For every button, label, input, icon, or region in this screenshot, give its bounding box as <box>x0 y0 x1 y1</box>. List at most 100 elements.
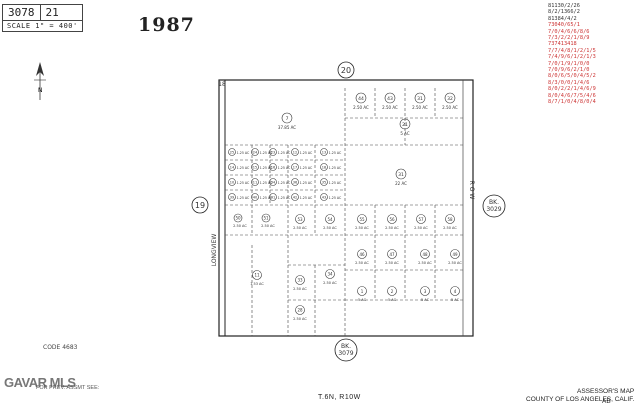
revision-note: 7/7/4/8/1/2/1/5 <box>548 47 596 54</box>
parcel-number: 11 <box>253 181 257 185</box>
parcel-marker <box>320 193 328 201</box>
parcel-number: 53 <box>297 217 303 222</box>
parcel-area: 5 AC <box>421 298 430 302</box>
parcel-area: 2.50 AC <box>323 226 337 230</box>
book-number: 3078 <box>3 5 41 20</box>
parcel-area: 1.53 AC <box>250 282 264 286</box>
revision-note: 73040/65/1 <box>548 22 580 29</box>
parcel-number: 57 <box>418 217 424 222</box>
parcel-area: 2.50 AC <box>412 105 428 110</box>
parcel-number: 56 <box>389 217 395 222</box>
parcel-area: 2.50 AC <box>293 287 307 291</box>
parcel-number: 50 <box>235 216 241 221</box>
revision-note: 8/0/6/5/0/4/5/2 <box>548 73 596 80</box>
revision-note: 7/0/4/6/6/8/6 <box>548 28 590 35</box>
parcel-number: 31 <box>398 172 404 178</box>
parcel-number: 11 <box>254 273 260 278</box>
parcel-number: 12 <box>293 151 297 155</box>
parcel-area: 1.25 AC <box>278 196 291 200</box>
parcel-marker <box>420 249 430 259</box>
parcel-area: 1.25 AC <box>237 196 250 200</box>
parcel-marker <box>269 148 277 156</box>
parcel-number: 3 <box>424 289 427 294</box>
parcel-marker <box>269 193 277 201</box>
parcel-number: 47 <box>389 252 395 257</box>
parcel-marker <box>320 178 328 186</box>
revision-note: 8/0/4/6/7/5/4/6 <box>548 92 596 99</box>
parcel-area: 1.25 AC <box>329 181 342 185</box>
parcel-area: 1.25 AC <box>260 196 273 200</box>
parcel-number: 58 <box>447 217 453 222</box>
parcel-marker <box>444 92 456 104</box>
revision-note: 8/7/1/0/4/8/0/4 <box>548 99 596 106</box>
corner-section-18: 18 <box>218 81 226 88</box>
township-label: T.6N, R10W <box>318 394 361 401</box>
parcel-area: 1.25 AC <box>300 196 313 200</box>
parcel-marker <box>251 163 259 171</box>
bk-3029-marker <box>482 194 506 218</box>
parcel-number: 18 <box>322 166 326 170</box>
parcel-number: 2 <box>391 289 394 294</box>
parcel-number: 25 <box>230 151 234 155</box>
parcel-number: 34 <box>271 181 276 185</box>
section-19-marker <box>191 196 209 214</box>
parcel-marker <box>414 92 426 104</box>
revision-note: 7/4/9/6/1/2/1/3 <box>548 54 596 61</box>
parcel-number: 41 <box>271 196 275 200</box>
parcel-number: 39 <box>230 196 234 200</box>
parcel-number: 24 <box>253 151 258 155</box>
parcel-number: 34 <box>327 272 333 277</box>
revision-note: 8/2/1366/2 <box>548 9 580 16</box>
bk-3079-number: 3079 <box>338 350 353 357</box>
parcel-number: 31 <box>417 96 423 102</box>
parcel-number: 13 <box>322 151 326 155</box>
parcel-area: 1.25 AC <box>237 166 250 170</box>
parcel-marker <box>291 193 299 201</box>
parcel-area: 2.50 AC <box>323 281 337 285</box>
map-header: 3078 21 SCALE 1" = 400' <box>2 4 83 32</box>
parcel-marker <box>228 178 236 186</box>
parcel-number: 23 <box>271 151 275 155</box>
parcel-marker <box>450 249 460 259</box>
north-label: N <box>38 87 43 94</box>
parcel-area: 2.50 AC <box>418 261 432 265</box>
parcel-number: 40 <box>253 196 257 200</box>
parcel-area: 2.50 AC <box>353 105 369 110</box>
section-boundary <box>218 79 474 337</box>
parcel-area: 1.25 AC <box>237 181 250 185</box>
parcel-marker <box>325 269 335 279</box>
parcel-number: 49 <box>452 252 458 257</box>
bk-3079-label: BK. <box>341 343 351 350</box>
parcel-number: 51 <box>263 216 269 221</box>
parcel-marker <box>420 286 430 296</box>
parcel-area: 5 AC <box>400 131 409 136</box>
parcel-number: 46 <box>359 252 365 257</box>
parcel-number: 7 <box>286 116 289 122</box>
parcel-number: 32 <box>447 96 453 102</box>
parcel-number: 14 <box>230 166 235 170</box>
parcel-area: 1.25 AC <box>237 151 250 155</box>
parcel-marker <box>233 213 243 223</box>
parcel-area: 1.25 AC <box>260 181 273 185</box>
parcel-number: 36 <box>293 181 297 185</box>
map-year: 1987 <box>138 14 195 36</box>
footer-title: ASSESSOR'S MAP <box>577 388 635 395</box>
parcel-area: 2.50 AC <box>293 317 307 321</box>
revision-note: 7/0/9/6/2/1/0 <box>548 67 590 74</box>
parcel-marker <box>269 163 277 171</box>
parcel-number: 42 <box>293 196 297 200</box>
section-19-label: 19 <box>195 201 205 210</box>
footer-county: COUNTY OF LOS ANGELES, CALIF. <box>526 396 635 403</box>
parcel-marker <box>387 286 397 296</box>
parcel-area: 5 AC <box>358 298 367 302</box>
parcel-marker <box>357 249 367 259</box>
parcel-marker <box>251 178 259 186</box>
parcel-number: 15 <box>253 166 257 170</box>
parcel-marker <box>445 214 455 224</box>
parcel-number: 33 <box>297 278 303 283</box>
parcel-marker <box>357 214 367 224</box>
revision-note: 737413418 <box>548 41 577 48</box>
parcel-marker <box>357 286 367 296</box>
revision-note: 7/0/1/9/1/0/0 <box>548 60 590 67</box>
